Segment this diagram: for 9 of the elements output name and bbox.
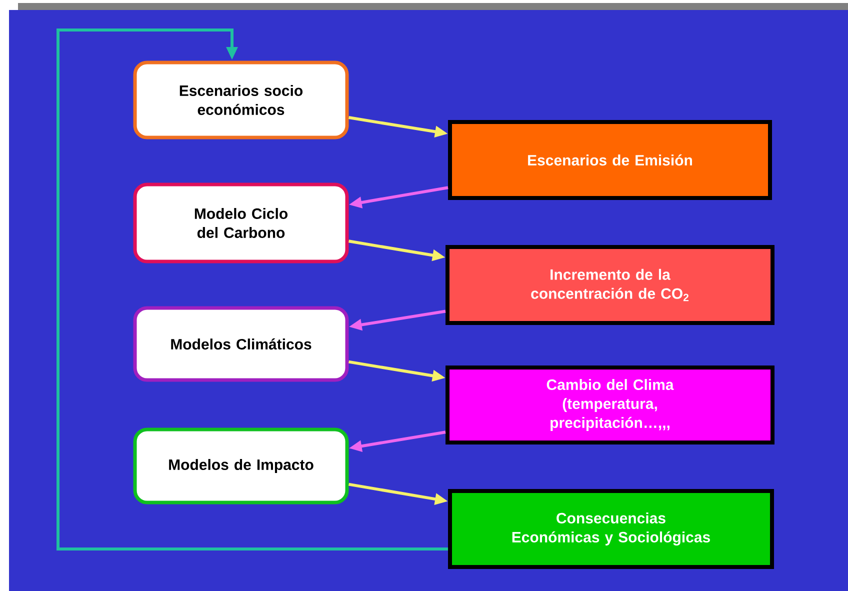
process-box: Modelos Climáticos (133, 306, 349, 382)
process-box: Cambio del Clima (temperatura, precipitación…,,, (446, 366, 774, 444)
process-box: Escenarios socio económicos (133, 60, 349, 140)
process-box: Modelo Ciclo del Carbono (133, 182, 349, 264)
process-box: Modelos de Impacto (133, 428, 349, 504)
process-box: Consecuencias Económicas y Sociológicas (448, 489, 774, 569)
feedback-arrow (56, 28, 448, 550)
process-box: Incremento de la concentración de CO$_{2}$ (446, 245, 774, 325)
process-box: Escenarios de Emisión (448, 120, 772, 200)
